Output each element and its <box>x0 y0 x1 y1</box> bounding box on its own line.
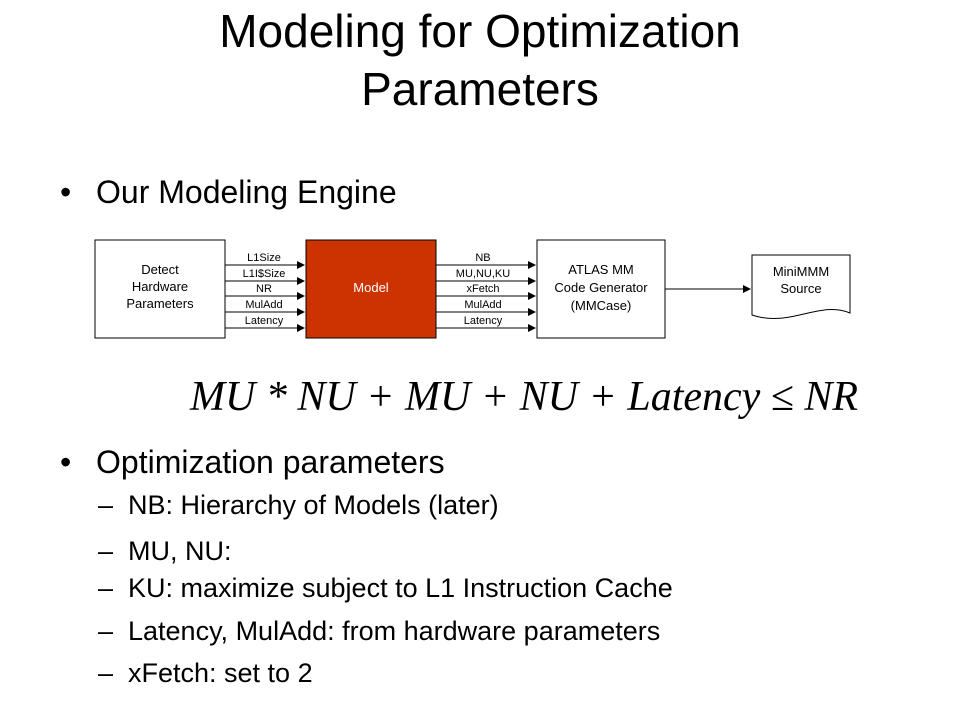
dash-glyph: – <box>98 658 114 688</box>
atlas-code-generator-box: ATLAS MM Code Generator (MMCase) <box>536 239 666 339</box>
bullet-modeling-engine: • Our Modeling Engine <box>60 172 397 212</box>
detect-hardware-box: Detect Hardware Parameters <box>94 239 226 339</box>
output-label-muladd: MulAdd <box>464 299 501 311</box>
input-arrows: L1Size L1I$Size NR MulAdd Latency <box>225 252 305 332</box>
bullet-dot: • <box>60 174 72 210</box>
model-label: Model <box>353 280 389 295</box>
dash-glyph: – <box>98 573 114 603</box>
source-line-2: Source <box>780 281 821 296</box>
sub-item-text: xFetch: set to 2 <box>128 658 313 688</box>
slide-title: Modeling for Optimization Parameters <box>0 2 960 118</box>
sub-item-text: MU, NU: <box>128 536 232 566</box>
dash-glyph: – <box>98 490 114 520</box>
input-label-l1isize: L1I$Size <box>243 268 286 280</box>
sub-item-text: Latency, MulAdd: from hardware parameter… <box>128 616 661 646</box>
bullet-dot: • <box>60 444 72 480</box>
output-label-xfetch: xFetch <box>466 283 499 295</box>
minimmm-source-document: MiniMMM Source <box>751 254 851 320</box>
title-line-2: Parameters <box>361 63 599 115</box>
sub-item-latency-muladd: –Latency, MulAdd: from hardware paramete… <box>98 614 660 648</box>
sub-item-nb: –NB: Hierarchy of Models (later) <box>98 488 499 522</box>
atlas-line-2: Code Generator <box>554 280 648 295</box>
dash-glyph: – <box>98 616 114 646</box>
atlas-line-3: (MMCase) <box>571 298 632 313</box>
register-constraint-equation: MU * NU + MU + NU + Latency ≤ NR <box>190 374 859 420</box>
model-box: Model <box>305 239 437 339</box>
sub-item-text: KU: maximize subject to L1 Instruction C… <box>128 573 673 603</box>
dash-glyph: – <box>98 536 114 566</box>
output-label-munuku: MU,NU,KU <box>456 268 510 280</box>
output-label-nb: NB <box>475 252 490 264</box>
output-label-latency: Latency <box>464 315 503 327</box>
input-label-l1size: L1Size <box>247 252 281 264</box>
detect-line-2: Hardware <box>132 279 188 294</box>
detect-line-3: Parameters <box>126 296 194 311</box>
bullet-optimization-parameters: • Optimization parameters <box>60 442 445 482</box>
input-label-muladd: MulAdd <box>245 299 282 311</box>
output-arrows: NB MU,NU,KU xFetch MulAdd Latency <box>436 252 536 332</box>
input-label-nr: NR <box>256 283 272 295</box>
atlas-line-1: ATLAS MM <box>568 262 634 277</box>
sub-item-mu-nu: –MU, NU: <box>98 534 232 568</box>
sub-item-xfetch: –xFetch: set to 2 <box>98 656 313 690</box>
bullet-text: Our Modeling Engine <box>96 174 397 210</box>
sub-item-text: NB: Hierarchy of Models (later) <box>128 490 499 520</box>
detect-line-1: Detect <box>141 262 179 277</box>
title-line-1: Modeling for Optimization <box>219 5 741 57</box>
bullet-text: Optimization parameters <box>96 444 445 480</box>
source-line-1: MiniMMM <box>773 264 829 279</box>
sub-item-ku: –KU: maximize subject to L1 Instruction … <box>98 571 673 605</box>
input-label-latency: Latency <box>245 315 284 327</box>
